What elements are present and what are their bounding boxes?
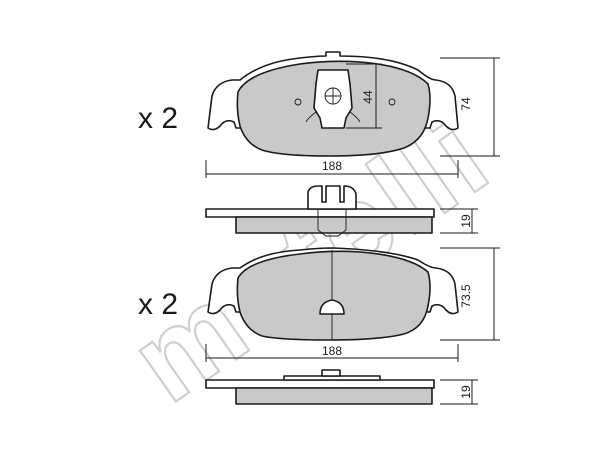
top-width-label: 188 [322, 159, 342, 173]
clip-height-label: 44 [361, 90, 375, 104]
top-rivet-left [294, 98, 302, 106]
bottom-thickness-label: 19 [459, 385, 473, 399]
bottom-quantity-label: x 2 [138, 288, 178, 321]
top-thickness-label: 19 [459, 214, 473, 228]
top-side-clip [307, 185, 357, 210]
top-height-label: 74 [459, 97, 473, 111]
top-side-lining [235, 216, 433, 234]
clip-spring-cross [325, 88, 341, 104]
bottom-width-label: 188 [322, 344, 342, 358]
bottom-sensor-notch [319, 299, 345, 315]
top-pad-side-view: 19 [205, 185, 478, 237]
bottom-pad-front-view [207, 247, 459, 341]
top-rivet-right [388, 98, 396, 106]
bottom-dimension-73-5: 73.5 [440, 247, 500, 341]
top-side-clip-leg [317, 209, 347, 237]
bottom-side-tab [321, 369, 341, 377]
top-dimension-44: 44 [346, 63, 382, 129]
bottom-pad-side-view: 19 [205, 369, 478, 405]
bottom-dimension-188: 188 [205, 344, 459, 362]
bottom-side-backing [205, 379, 435, 389]
clip-legs [305, 111, 361, 123]
top-dimension-74: 74 [440, 57, 500, 157]
bottom-side-shim [283, 375, 381, 381]
bottom-height-label: 73.5 [459, 284, 473, 308]
top-pad-front-view [207, 51, 459, 157]
top-dimension-188: 188 [205, 159, 459, 178]
bottom-friction-lining [236, 250, 431, 341]
top-quantity-label: x 2 [138, 102, 178, 135]
top-side-backing [205, 208, 435, 218]
bottom-side-lining [235, 387, 433, 405]
